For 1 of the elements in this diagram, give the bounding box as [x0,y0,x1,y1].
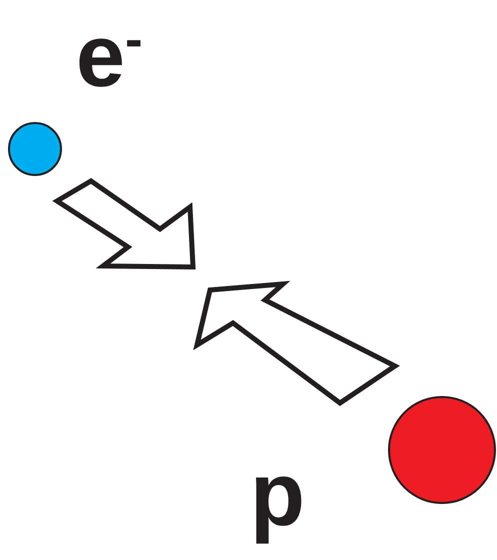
particle-symbol: e$^{-}$ [76,12,143,100]
